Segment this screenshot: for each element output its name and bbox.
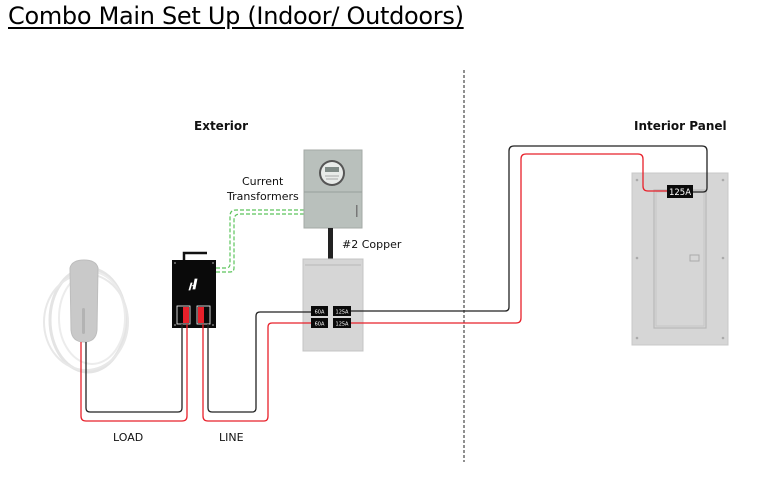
current-transformers-label-2: Transformers bbox=[227, 190, 299, 203]
feeder-wires bbox=[351, 145, 708, 324]
breaker-125a-bottom bbox=[333, 318, 351, 328]
interior-breaker-label: 125A bbox=[669, 188, 691, 198]
interior-main-breaker bbox=[667, 185, 693, 198]
copper-label: #2 Copper bbox=[342, 238, 402, 251]
breaker-label: 125A bbox=[336, 310, 350, 316]
breaker-125a-top bbox=[333, 306, 351, 316]
breaker-label: 60A bbox=[315, 322, 325, 328]
breaker-label: 125A bbox=[336, 322, 350, 328]
copper-conductor bbox=[328, 228, 333, 260]
breaker-60a-bottom bbox=[311, 318, 328, 328]
line-label: LINE bbox=[219, 431, 244, 444]
combo-main-panel: 60A 60A 125A 125A bbox=[302, 258, 364, 352]
logo-icon bbox=[188, 278, 198, 291]
utility-meter bbox=[303, 149, 363, 229]
current-transformers-label-1: Current bbox=[242, 175, 284, 188]
load-label: LOAD bbox=[113, 431, 144, 444]
ev-charger bbox=[43, 259, 129, 374]
breaker-60a-top bbox=[311, 306, 328, 316]
load-wires bbox=[80, 324, 188, 422]
smart-switch-device bbox=[172, 251, 216, 328]
interior-panel-heading: Interior Panel bbox=[634, 119, 727, 133]
current-transformer-wires bbox=[216, 209, 304, 273]
line-wires bbox=[202, 311, 311, 422]
exterior-heading: Exterior bbox=[194, 119, 249, 133]
breaker-label: 60A bbox=[315, 310, 325, 316]
interior-panel bbox=[631, 172, 729, 346]
page-title: Combo Main Set Up (Indoor/ Outdoors) bbox=[8, 2, 464, 30]
